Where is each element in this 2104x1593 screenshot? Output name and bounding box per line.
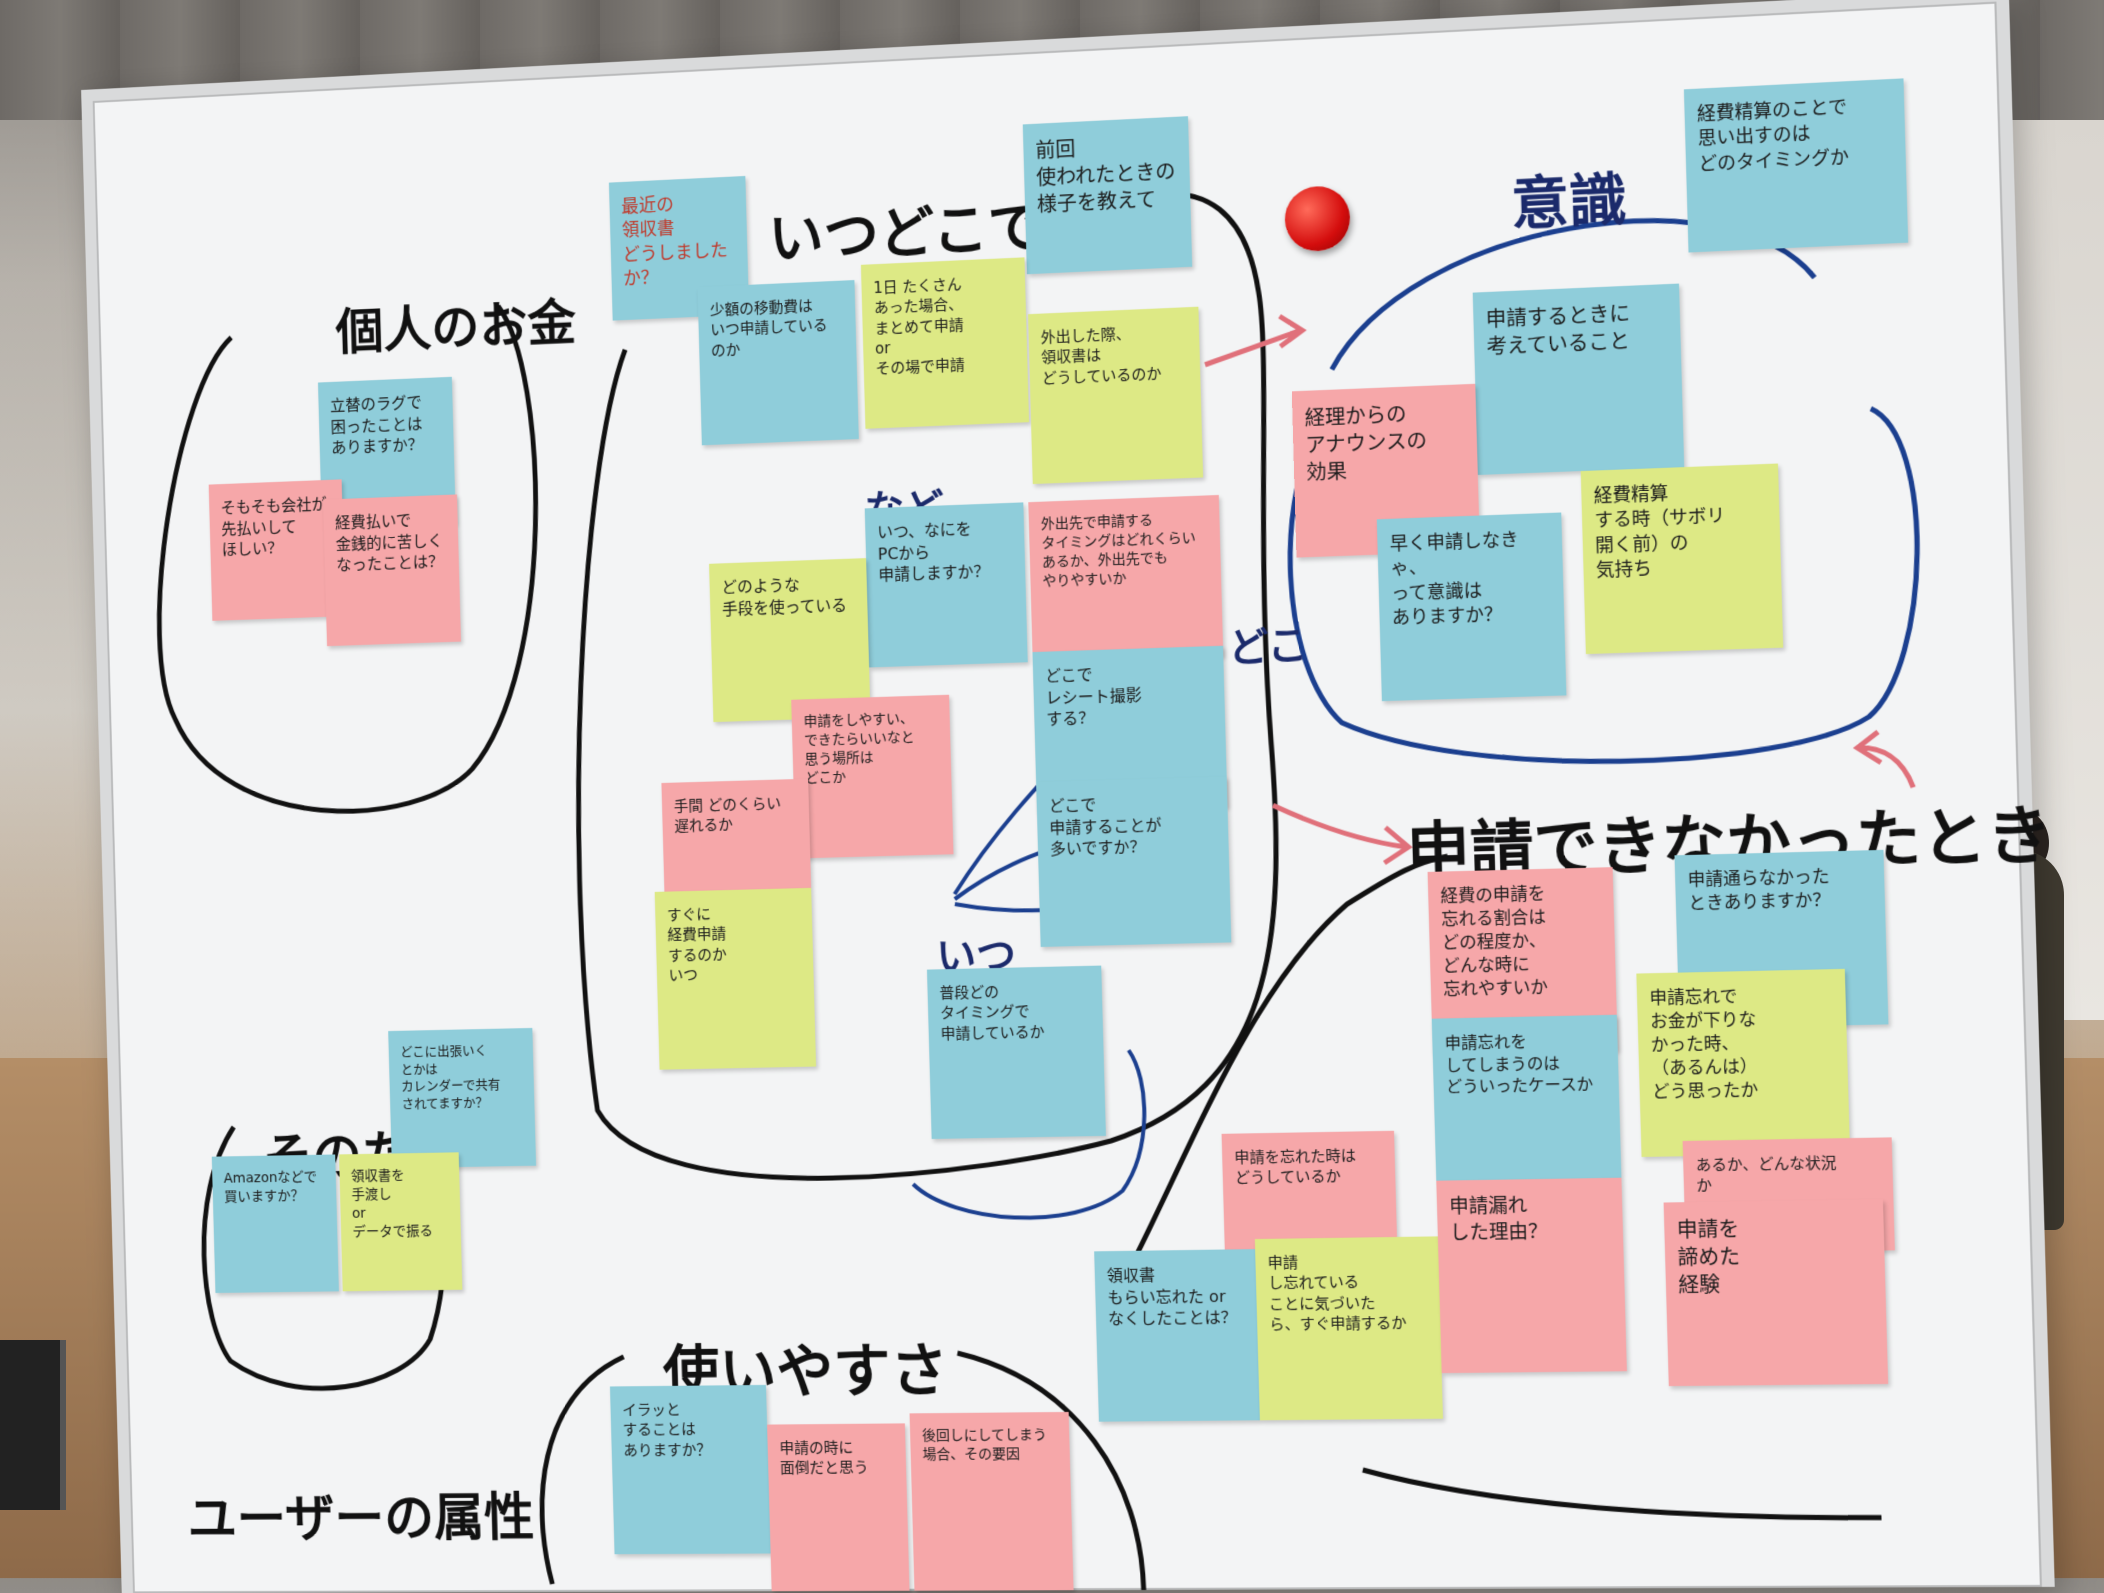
sticky-note: 後回しにしてしまう 場合、その要因: [910, 1412, 1074, 1591]
sticky-note: 申請漏れ した理由？: [1436, 1178, 1627, 1373]
sticky-note: 申請忘れで お金が下りな かった時、 （あるんは） どう思ったか: [1636, 969, 1850, 1157]
sticky-note: イラッと することは ありますか？: [610, 1385, 771, 1554]
sticky-note: 申請の時に 面倒だと思う: [767, 1423, 909, 1591]
heading-ishiki: 意識: [1510, 153, 1628, 241]
sticky-note: どこで 申請することが 多いですか？: [1036, 776, 1231, 946]
sticky-note: 少額の移動費は いつ申請している のか: [698, 280, 859, 445]
sticky-note: 申請を 諦めた 経験: [1664, 1199, 1889, 1386]
sticky-note: 普段どの タイミングで 申請しているか: [927, 966, 1106, 1139]
sticky-note: 申請をしやすい、 できたらいいなと 思う場所は どこか: [791, 695, 953, 859]
sticky-note: 領収書 もらい忘れた or なくしたことは？: [1094, 1249, 1260, 1422]
sticky-note: どこに出張いく とかは カレンダーで共有 されてますか？: [388, 1028, 536, 1168]
sticky-note: 申請忘れを してしまうのは どういったケースか: [1432, 1015, 1622, 1181]
connector-bottom: [1363, 1466, 1882, 1520]
sticky-note: 経費払いで 金銭的に苦しく なったことは？: [323, 494, 461, 646]
arrow-red-3: [1857, 731, 1913, 789]
heading-kojin: 個人のお金: [335, 283, 577, 364]
sticky-note: 早く申請しなきゃ、 って意識は ありますか？: [1377, 512, 1567, 701]
sticky-note: すぐに 経費申請 するのか いつ: [655, 888, 816, 1070]
arrow-red-1: [1204, 315, 1303, 364]
sticky-note: 1日 たくさん あった場合、 まとめて申請 or その場で申請: [861, 257, 1029, 428]
heading-user-zokusei: ユーザーの属性: [186, 1476, 535, 1551]
arrow-red-2: [1273, 802, 1409, 866]
sticky-note: 経費精算のことで 思い出すのは どのタイミングか: [1684, 78, 1908, 252]
sticky-note: 申請 し忘れている ことに気づいた ら、すぐ申請するか: [1255, 1236, 1443, 1420]
sticky-note: 外出した際、 領収書は どうしているのか: [1028, 307, 1203, 484]
laptop-corner: [0, 1340, 66, 1510]
sticky-note: 外出先で申請する タイミングはどれくらい あるか、外出先でも やりやすいか: [1028, 495, 1223, 662]
sticky-note: Amazonなどで 買いますか？: [212, 1154, 339, 1293]
sticky-note: 領収書を 手渡し or データで振る: [339, 1152, 462, 1291]
sticky-note: いつ、なにを PCから 申請しますか？: [865, 502, 1028, 667]
sticky-note: 前回 使われたときの 様子を教えて: [1023, 116, 1192, 274]
sticky-note: 経費精算 する時（サボリ 開く前）の 気持ち: [1581, 464, 1784, 655]
sticky-note: 申請するときに 考えていること: [1473, 284, 1685, 475]
sticky-note: 手間 どのくらい 遅れるか: [661, 779, 811, 892]
whiteboard: 個人のお金 いつどこで 意識 申請できなかったとき そのた 使いやすさ ユーザー…: [81, 0, 2055, 1593]
label-doko: どこ: [1227, 613, 1308, 674]
